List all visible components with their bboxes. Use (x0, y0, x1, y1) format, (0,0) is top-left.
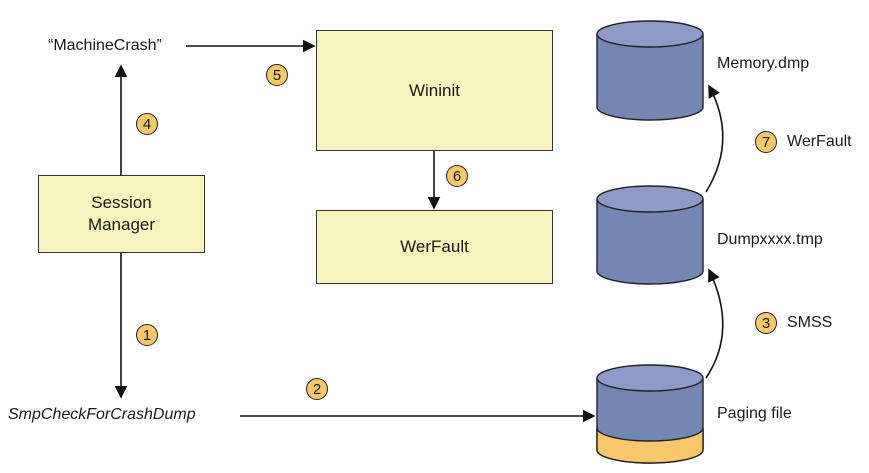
session-manager-label: Session Manager (87, 193, 156, 234)
werfault-box: WerFault (316, 210, 553, 284)
dumpxxxx-cylinder (596, 185, 704, 285)
step-1-badge: 1 (136, 324, 158, 346)
step-6-badge: 6 (446, 165, 468, 187)
memory-dmp-label: Memory.dmp (717, 55, 810, 72)
arrow-paging-to-dump (705, 268, 724, 379)
step-4-badge: 4 (136, 113, 158, 135)
arrow-dump-to-memory (705, 84, 724, 193)
smp-check-label: SmpCheckForCrashDump (8, 406, 196, 423)
paging-file-cylinder (596, 364, 704, 464)
step3-smss-label: SMSS (787, 314, 833, 331)
paging-file-label: Paging file (717, 405, 792, 422)
step-5-badge: 5 (266, 64, 288, 86)
step-7-badge: 7 (755, 131, 777, 153)
memory-dmp-cylinder (596, 20, 704, 121)
wininit-box: Wininit (316, 30, 553, 151)
step-3-badge: 3 (755, 312, 777, 334)
werfault-label: WerFault (400, 237, 469, 256)
session-manager-box: Session Manager (38, 175, 205, 253)
dumpxxxx-label: Dumpxxxx.tmp (717, 231, 823, 248)
step7-werfault-label: WerFault (787, 133, 852, 150)
wininit-label: Wininit (408, 80, 460, 100)
machine-crash-label: “MachineCrash” (48, 37, 162, 54)
step-2-badge: 2 (306, 378, 328, 400)
